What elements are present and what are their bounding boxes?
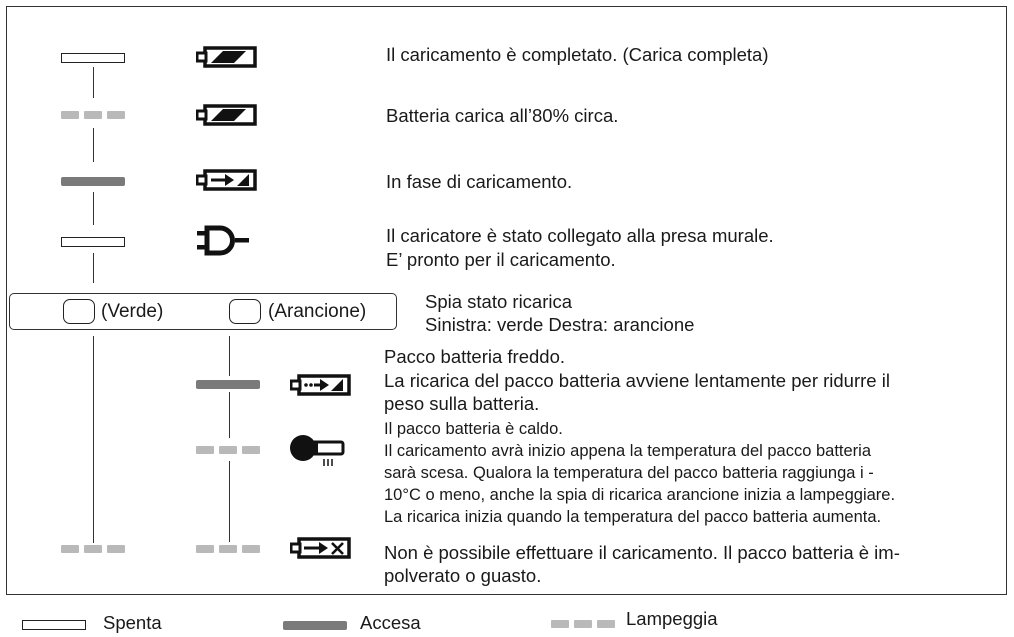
battery-error-icon <box>290 537 351 559</box>
row-text: Il caricamento è completato. (Carica com… <box>386 44 769 65</box>
legend-blink-swatch <box>551 620 615 628</box>
green-lamp-outline <box>63 299 95 324</box>
hot-text-line3: sarà scesa. Qualora la temperatura del p… <box>384 464 874 482</box>
error-text-line1: Non è possibile effettuare il caricament… <box>384 542 900 563</box>
cold-text-line3: peso sulla batteria. <box>384 393 540 414</box>
lamp-on-indicator <box>61 177 125 186</box>
lamp-status-subtitle: Sinistra: verde Destra: arancione <box>425 314 695 335</box>
hot-text-line5: La ricarica inizia quando la temperatura… <box>384 508 882 526</box>
lamp-off-indicator <box>61 53 125 63</box>
connector-line <box>93 192 94 225</box>
hot-text-line4: 10°C o meno, anche la spia di ricarica a… <box>384 486 896 504</box>
lamp-blink-indicator <box>61 545 125 553</box>
legend-off-label: Spenta <box>103 612 162 633</box>
lamp-blink-indicator <box>196 446 260 454</box>
orange-lamp-label: (Arancione) <box>268 301 367 322</box>
lamp-label-box <box>9 293 397 330</box>
connector-line <box>229 392 230 438</box>
lamp-status-title: Spia stato ricarica <box>425 291 573 312</box>
error-text-line2: polverato o guasto. <box>384 565 542 586</box>
connector-line <box>93 128 94 162</box>
status-table-frame <box>6 6 1007 595</box>
thermometer-hot-icon <box>290 435 345 466</box>
cold-text-line2: La ricarica del pacco batteria avviene l… <box>384 370 890 391</box>
hot-text-line2: Il caricamento avrà inizio appena la tem… <box>384 442 872 460</box>
row-text-line1: Il caricatore è stato collegato alla pre… <box>386 225 774 246</box>
legend-blink-label: Lampeggia <box>626 608 718 629</box>
row-text: Batteria carica all’80% circa. <box>386 105 619 126</box>
plug-icon <box>197 225 249 256</box>
connector-line <box>229 336 230 376</box>
connector-line <box>93 67 94 98</box>
lamp-blink-indicator <box>196 545 260 553</box>
row-text: In fase di caricamento. <box>386 171 573 192</box>
hot-text-line1: Il pacco batteria è caldo. <box>384 420 563 438</box>
cold-text-line1: Pacco batteria freddo. <box>384 346 565 367</box>
orange-lamp-outline <box>229 299 261 324</box>
connector-line <box>229 461 230 542</box>
connector-line <box>93 336 94 543</box>
lamp-off-indicator <box>61 237 125 247</box>
lamp-on-indicator <box>196 380 260 389</box>
battery-full-icon <box>196 46 257 68</box>
legend-off-swatch <box>22 620 86 630</box>
connector-line <box>93 253 94 283</box>
battery-charging-icon <box>196 169 257 191</box>
legend-on-label: Accesa <box>360 612 421 633</box>
battery-full-icon <box>196 104 257 126</box>
legend-on-swatch <box>283 621 347 630</box>
green-lamp-label: (Verde) <box>101 301 164 322</box>
row-text-line2: E’ pronto per il caricamento. <box>386 249 616 270</box>
battery-cold-icon <box>290 374 351 396</box>
lamp-blink-indicator <box>61 111 125 119</box>
